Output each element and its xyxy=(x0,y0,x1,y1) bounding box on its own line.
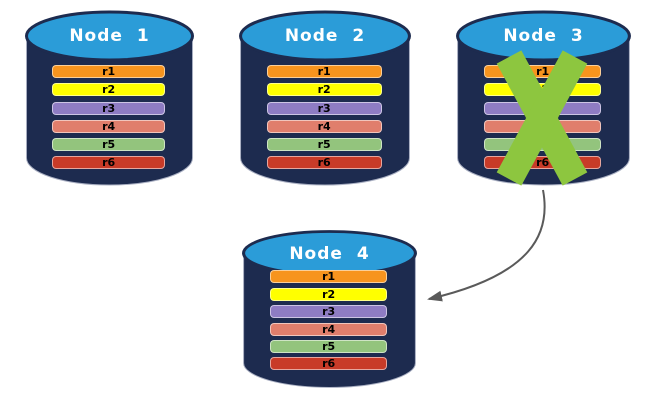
database-cylinder-icon xyxy=(242,230,417,388)
replica-row-r5: r5 xyxy=(52,137,166,151)
cylinder-body xyxy=(243,252,416,388)
node-title: Node 3 xyxy=(503,26,584,47)
cylinder-top xyxy=(456,10,631,62)
x-stroke xyxy=(496,50,588,186)
replica-rows: r1 r2 r3 r4 r5 r6 xyxy=(52,65,166,169)
replica-row-r1: r1 xyxy=(266,65,382,79)
node-title: Node 1 xyxy=(69,26,150,47)
node-title: Node 2 xyxy=(284,26,366,47)
node-1: Node 1 r1 r2 r3 r4 r5 r6 xyxy=(24,7,195,189)
replica-row-r3: r3 xyxy=(52,101,166,115)
replica-row-r6: r6 xyxy=(52,155,166,169)
replica-row-r4: r4 xyxy=(52,119,166,133)
replica-row-r6: r6 xyxy=(266,155,382,169)
replica-row-r6: r6 xyxy=(270,357,388,371)
arrow-curve xyxy=(427,189,546,302)
replica-row-r5: r5 xyxy=(266,137,382,151)
replica-row-r1: r1 xyxy=(270,270,388,284)
cylinder-top xyxy=(24,10,195,62)
node-title: Node 4 xyxy=(289,244,370,265)
replica-rows: r1 r2 r3 r4 r5 r6 xyxy=(270,270,388,371)
failure-x-icon xyxy=(496,50,588,186)
replica-row-r2: r2 xyxy=(52,83,166,97)
node-3: Node 3 r1 r2 r3 r4 r5 r6 xyxy=(455,7,632,189)
cylinder-top xyxy=(239,10,411,62)
replica-row-r1: r1 xyxy=(52,65,166,79)
replica-row-r3: r3 xyxy=(270,305,388,319)
node-4: Node 4 r1 r2 r3 r4 r5 r6 xyxy=(241,227,418,391)
replication-arrow xyxy=(427,189,546,302)
replica-rows: r1 r2 r3 r4 r5 r6 xyxy=(266,65,382,169)
replica-row-r4: r4 xyxy=(270,322,388,336)
node-2: Node 2 r1 r2 r3 r4 r5 r6 xyxy=(238,7,412,189)
replica-row-r2: r2 xyxy=(270,287,388,301)
replica-row-r5: r5 xyxy=(270,340,388,354)
replica-row-r2: r2 xyxy=(266,83,382,97)
replica-row-r3: r3 xyxy=(266,101,382,115)
replica-row-r4: r4 xyxy=(266,119,382,133)
